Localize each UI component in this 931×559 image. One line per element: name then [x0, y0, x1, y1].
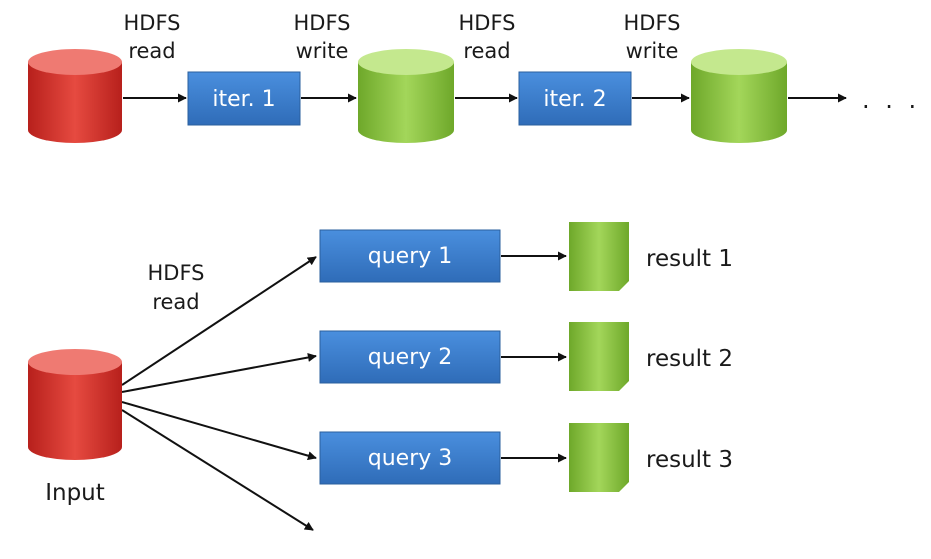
- hdfs-write-label-bottom: write: [626, 39, 679, 63]
- query-3-box: query 3: [319, 431, 501, 485]
- input-database-icon: [28, 49, 122, 143]
- query-2-label: query 2: [368, 345, 453, 370]
- hdfs-write-label-top: HDFS: [623, 11, 680, 35]
- hdfs-write-label-top: HDFS: [293, 11, 350, 35]
- input-label: Input: [45, 480, 105, 506]
- result-2-label: result 2: [646, 346, 733, 372]
- iterative-pipeline: HDFS read iter. 1 HDFS write HDFS read i…: [28, 11, 920, 143]
- iter-2-label: iter. 2: [543, 87, 606, 112]
- iter-1-box: iter. 1: [187, 71, 301, 126]
- hdfs-read-label-bottom: read: [152, 290, 199, 314]
- iter-1-label: iter. 1: [212, 87, 275, 112]
- result-document-icon: [569, 423, 629, 492]
- output-database-icon: [691, 49, 787, 143]
- result-3-label: result 3: [646, 447, 733, 473]
- hdfs-read-label-top: HDFS: [147, 261, 204, 285]
- arrow: [121, 401, 317, 461]
- query-2-box: query 2: [319, 330, 501, 384]
- query-1-label: query 1: [368, 244, 453, 269]
- hdfs-read-label-bottom: read: [128, 39, 175, 63]
- iter-2-box: iter. 2: [518, 71, 632, 126]
- ellipsis: . . .: [862, 86, 920, 114]
- hdfs-read-label-top: HDFS: [458, 11, 515, 35]
- query-3-label: query 3: [368, 446, 453, 471]
- result-document-icon: [569, 322, 629, 391]
- hdfs-write-label-bottom: write: [296, 39, 349, 63]
- output-database-icon: [358, 49, 454, 143]
- hdfs-read-label-top: HDFS: [123, 11, 180, 35]
- hdfs-read-label-bottom: read: [463, 39, 510, 63]
- query-1-box: query 1: [319, 229, 501, 283]
- arrow: [121, 409, 314, 531]
- input-database-icon: [28, 349, 122, 460]
- result-1-label: result 1: [646, 246, 733, 272]
- interactive-queries: HDFS read Input query 1 result 1 query 2…: [28, 222, 733, 531]
- result-document-icon: [569, 222, 629, 291]
- arrow: [121, 353, 317, 393]
- arrow: [121, 256, 317, 386]
